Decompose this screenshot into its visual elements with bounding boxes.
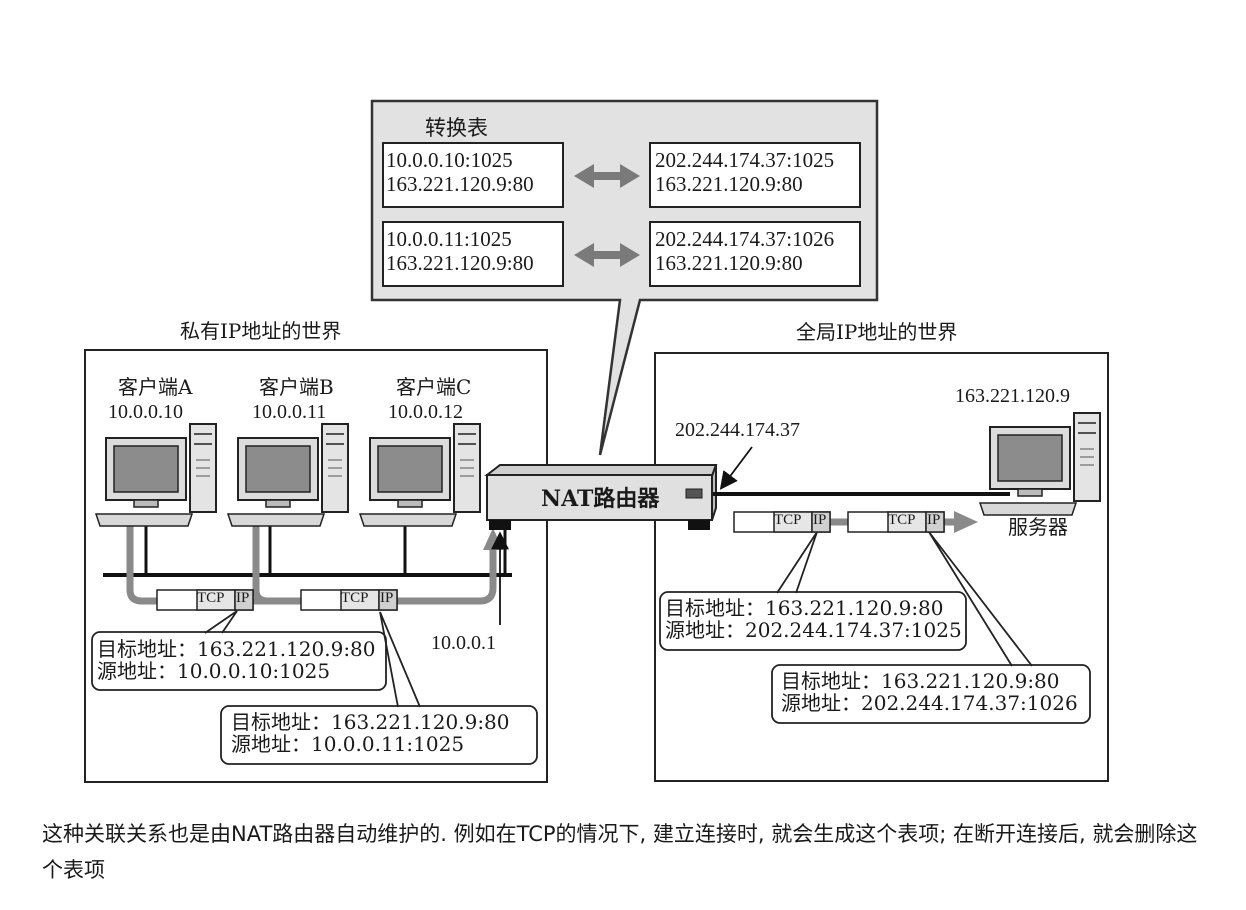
global-packet-1-tcp: TCP	[774, 512, 802, 528]
client-a-name: 客户端A	[118, 375, 193, 399]
global-header-2-dest: 目标地址：163.221.120.9:80	[781, 669, 1060, 693]
private-header-2: 目标地址：163.221.120.9:80 源地址：10.0.0.11:1025	[231, 711, 510, 755]
router-label: NAT路由器	[541, 486, 660, 512]
global-header-2-src: 源地址：202.244.174.37:1026	[781, 691, 1078, 715]
client-b-ip: 10.0.0.11	[252, 401, 327, 423]
private-addr-1: 10.0.0.10:1025	[386, 148, 513, 172]
nat-router	[484, 464, 718, 530]
mapping-arrow-1	[574, 164, 640, 188]
mapping-arrow-2	[574, 243, 640, 267]
private-header-1-src: 源地址：10.0.0.10:1025	[97, 659, 331, 683]
table-entry-private-1: 10.0.0.10:1025 163.221.120.9:80	[386, 148, 534, 196]
global-world-title: 全局IP地址的世界	[796, 320, 958, 344]
private-world-title: 私有IP地址的世界	[180, 319, 342, 343]
translation-table-title: 转换表	[425, 116, 488, 140]
client-b-name: 客户端B	[259, 375, 334, 399]
global-header-1: 目标地址：163.221.120.9:80 源地址：202.244.174.37…	[665, 597, 962, 641]
private-packet-2-tcp: TCP	[341, 590, 369, 606]
header-callouts	[91, 591, 1091, 765]
header-callout-tails	[204, 531, 1033, 708]
private-header-2-src: 源地址：10.0.0.11:1025	[231, 732, 465, 756]
router-outside-ip: 202.244.174.37	[675, 419, 800, 441]
private-header-1: 目标地址：163.221.120.9:80 源地址：10.0.0.10:1025	[97, 638, 376, 682]
private-packet-2-ip: IP	[380, 590, 394, 606]
private-packet-1-ip: IP	[236, 590, 250, 606]
router-inside-ip: 10.0.0.1	[431, 632, 496, 654]
client-c-ip: 10.0.0.12	[388, 401, 463, 423]
global-header-1-src: 源地址：202.244.174.37:1025	[665, 618, 962, 642]
private-addr-2: 10.0.0.11:1025	[386, 227, 512, 251]
global-packet-1-ip: IP	[813, 512, 827, 528]
global-dest-2: 163.221.120.9:80	[655, 251, 803, 275]
server-ip: 163.221.120.9	[955, 385, 1070, 407]
private-header-1-dest: 目标地址：163.221.120.9:80	[97, 637, 376, 661]
server-label: 服务器	[1008, 515, 1068, 539]
translation-table-callout	[370, 99, 879, 456]
global-dest-1: 163.221.120.9:80	[655, 172, 803, 196]
private-header-2-dest: 目标地址：163.221.120.9:80	[231, 710, 510, 734]
table-entry-global-2: 202.244.174.37:1026 163.221.120.9:80	[655, 227, 834, 275]
outside-ip-pointer	[719, 446, 753, 490]
table-entry-global-1: 202.244.174.37:1025 163.221.120.9:80	[655, 148, 834, 196]
global-header-2: 目标地址：163.221.120.9:80 源地址：202.244.174.37…	[781, 670, 1078, 714]
private-packet-1-tcp: TCP	[197, 590, 225, 606]
global-packet-2-ip: IP	[927, 512, 941, 528]
global-header-1-dest: 目标地址：163.221.120.9:80	[665, 596, 944, 620]
private-dest-2: 163.221.120.9:80	[386, 251, 534, 275]
caption-text: 这种关联关系也是由NAT路由器自动维护的. 例如在TCP的情况下, 建立连接时,…	[42, 822, 1198, 882]
private-dest-1: 163.221.120.9:80	[386, 172, 534, 196]
global-packet-2-tcp: TCP	[888, 512, 916, 528]
table-entry-private-2: 10.0.0.11:1025 163.221.120.9:80	[386, 227, 534, 275]
client-c-name: 客户端C	[396, 375, 472, 399]
global-addr-1: 202.244.174.37:1025	[655, 148, 835, 172]
global-addr-2: 202.244.174.37:1026	[655, 227, 835, 251]
client-a-ip: 10.0.0.10	[108, 401, 183, 423]
